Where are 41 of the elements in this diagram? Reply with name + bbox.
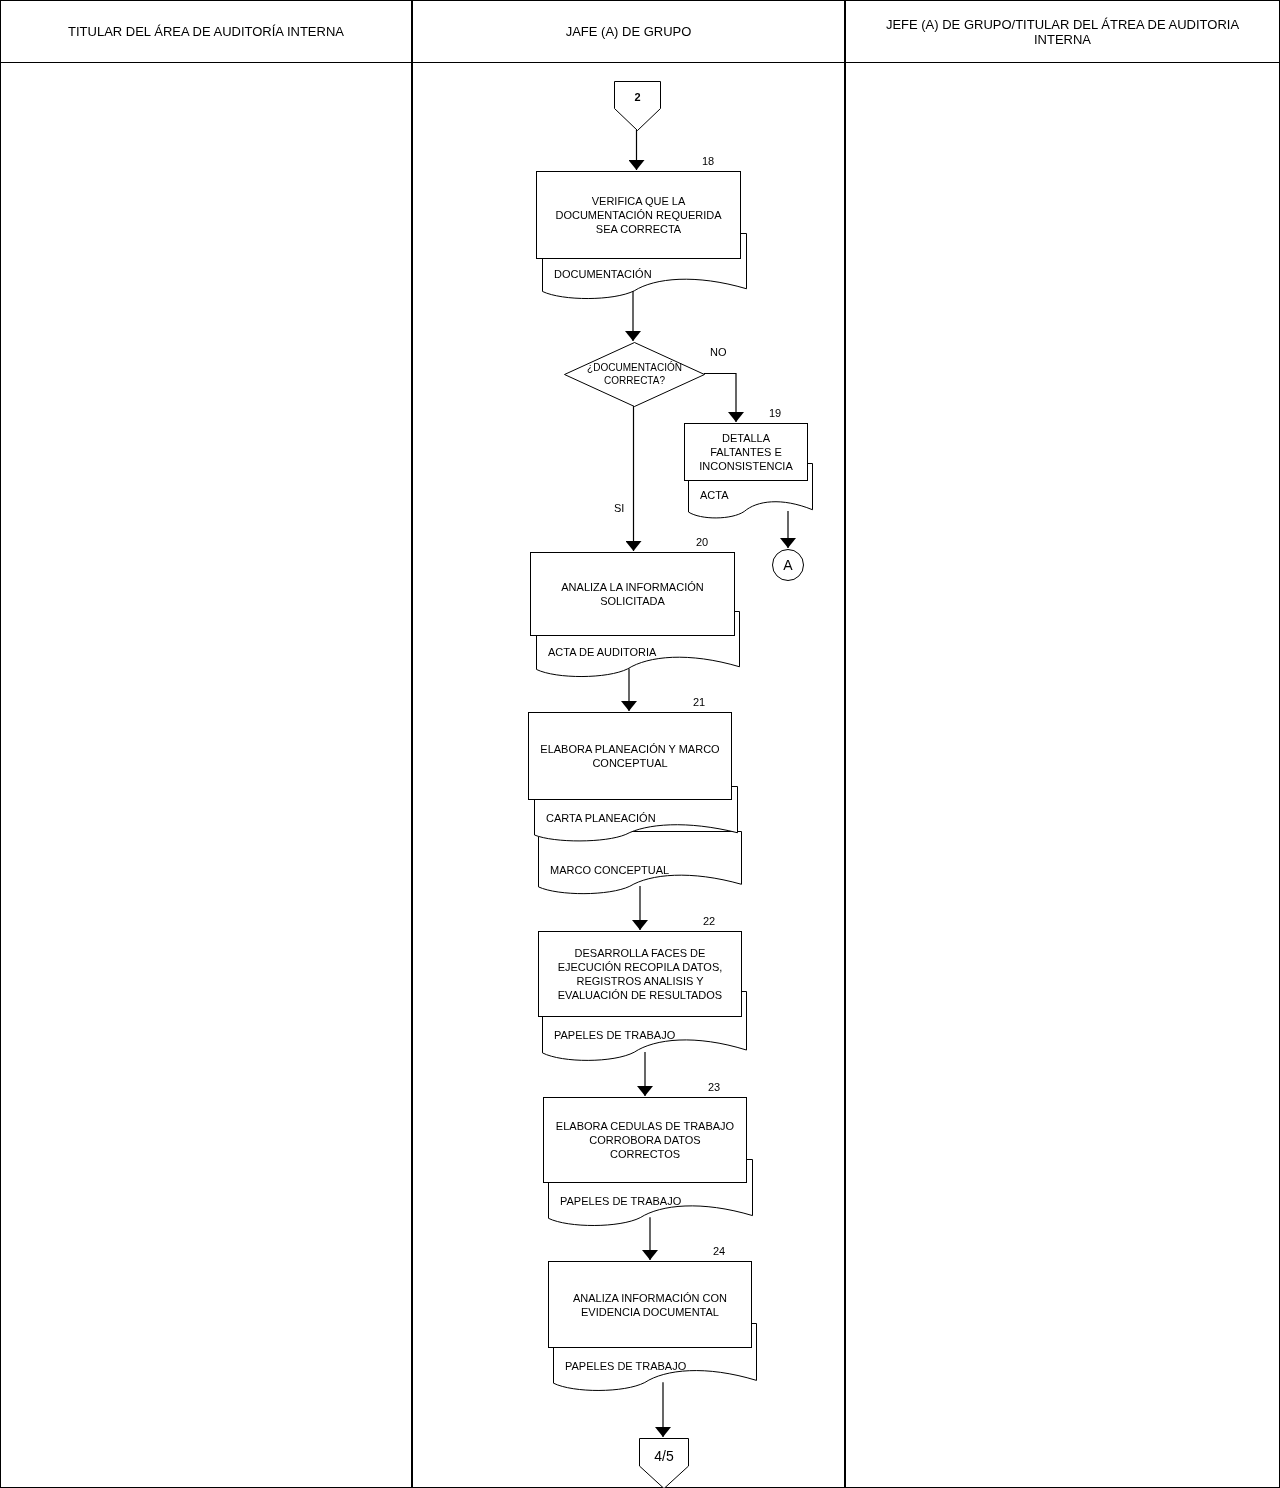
step-number: 19	[769, 406, 782, 420]
connector-label: 4/5	[653, 1448, 675, 1464]
lane-header: JEFE (A) DE GRUPO/TITULAR DEL ÁTREA DE AUDITORIA INTERNA	[846, 1, 1279, 63]
arrow	[703, 372, 744, 423]
edge-label: NO	[710, 346, 727, 358]
step-number: 18	[702, 154, 715, 168]
node-label: ELABORA CEDULAS DE TRABAJO CORROBORA DATOS CORRECTOS	[555, 1120, 735, 1160]
document-label: DOCUMENTACIÓN	[554, 268, 652, 280]
arrow	[625, 405, 642, 552]
lane-header: JAFE (A) DE GRUPO	[413, 1, 844, 63]
step-number: 20	[696, 535, 709, 549]
step-number: 24	[713, 1244, 726, 1258]
document-label: ACTA DE AUDITORIA	[548, 646, 657, 658]
edge-label: SI	[614, 502, 625, 514]
document-label: CARTA PLANEACIÓN	[546, 812, 656, 824]
decision-text: ¿DOCUMENTACIÓN CORRECTA?	[586, 360, 683, 387]
node-label: DESARROLLA FACES DE EJECUCIÓN RECOPILA DATOS, REGISTROS ANALISIS Y EVALUACIÓN DE RESULTADOS	[557, 947, 723, 1001]
node-label: DETALLA FALTANTES E INCONSISTENCIA	[699, 432, 793, 472]
connector-label: 2	[633, 91, 642, 103]
arrow	[632, 885, 648, 931]
node-label: ELABORA PLANEACIÓN Y MARCO CONCEPTUAL	[540, 743, 720, 769]
step-number: 21	[693, 695, 706, 709]
node-label: ANALIZA LA INFORMACIÓN SOLICITADA	[561, 581, 704, 607]
lane-header: TITULAR DEL ÁREA DE AUDITORÍA INTERNA	[1, 1, 411, 63]
document-label: MARCO CONCEPTUAL	[550, 864, 670, 876]
document-label: ACTA	[700, 489, 729, 501]
step-number: 23	[708, 1080, 721, 1094]
node-label: VERIFICA QUE LA DOCUMENTACIÓN REQUERIDA SEA CORRECTA	[555, 195, 722, 235]
arrow	[637, 1051, 653, 1097]
connector-label: A	[782, 557, 794, 573]
arrow	[642, 1216, 658, 1261]
arrow	[655, 1381, 671, 1438]
step-number: 22	[703, 914, 716, 928]
document-label: PAPELES DE TRABAJO	[565, 1360, 687, 1372]
document-label: PAPELES DE TRABAJO	[554, 1029, 676, 1041]
arrow	[621, 667, 637, 712]
arrow	[625, 289, 641, 342]
arrow	[628, 129, 645, 171]
document-label: PAPELES DE TRABAJO	[560, 1195, 682, 1207]
arrow	[780, 510, 796, 549]
node-label: ANALIZA INFORMACIÓN CON EVIDENCIA DOCUMENTAL	[572, 1291, 728, 1318]
